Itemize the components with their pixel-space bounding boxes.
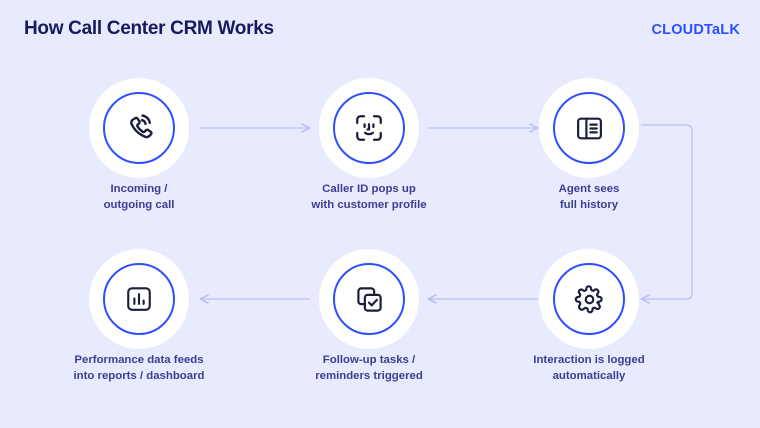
face-id-icon [319,78,419,178]
caption-line-1: Performance data feeds [74,354,204,366]
caption-line-2: full history [559,198,619,211]
gear-icon [539,249,639,349]
bar-chart-icon [89,249,189,349]
step-caption-5: Follow-up tasks / reminders triggered [254,353,484,384]
step-node-4[interactable] [539,249,639,349]
step-node-1[interactable] [89,78,189,178]
step-caption-2: Caller ID pops up with customer profile [254,182,484,213]
caption-line-1: Interaction is logged [533,354,645,366]
caption-line-1: Follow-up tasks / [322,354,416,366]
logo-text-part1: CLOUDT [651,22,712,38]
task-check-icon [319,249,419,349]
node-ring [553,263,625,335]
caption-line-2: reminders triggered [315,369,423,382]
caption-line-1: Incoming / [110,183,168,195]
step-node-2[interactable] [319,78,419,178]
step-caption-4: Interaction is logged automatically [474,353,704,384]
caption-line-1: Agent sees [558,183,620,195]
step-caption-1: Incoming / outgoing call [24,182,254,213]
step-node-6[interactable] [89,249,189,349]
caption-line-2: automatically [552,369,626,382]
caption-line-2: with customer profile [311,198,427,211]
node-ring [333,92,405,164]
step-caption-3: Agent sees full history [474,182,704,213]
history-book-icon [539,78,639,178]
node-ring [553,92,625,164]
caption-line-2: outgoing call [103,198,175,211]
step-node-3[interactable] [539,78,639,178]
phone-call-icon [89,78,189,178]
logo-text-a: a [712,22,721,38]
page-title: How Call Center CRM Works [24,18,274,39]
node-ring [103,92,175,164]
node-ring [103,263,175,335]
caption-line-1: Caller ID pops up [322,183,416,195]
step-caption-6: Performance data feeds into reports / da… [24,353,254,384]
arrow-step3-to-step4 [640,124,693,304]
step-node-5[interactable] [319,249,419,349]
logo-text-part2: LK [720,22,740,38]
caption-line-2: into reports / dashboard [73,369,205,382]
node-ring [333,263,405,335]
cloudtalk-logo: CLOUDTaLK [651,22,740,38]
